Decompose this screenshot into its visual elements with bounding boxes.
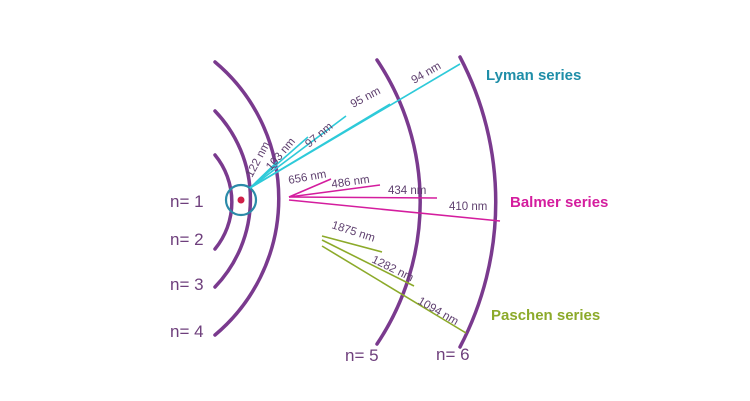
balmer-series-label: Balmer series [510, 194, 608, 211]
paschen-line-3 [321, 245, 467, 334]
lyman-wavelength-5: 94 nm [410, 60, 444, 86]
orbit-n2 [213, 153, 234, 251]
level-label-n2: n= 2 [170, 230, 204, 249]
balmer-lines [288, 178, 501, 222]
balmer-wavelength-4: 410 nm [449, 201, 487, 213]
orbit-n4 [213, 60, 281, 337]
level-label-n5: n= 5 [345, 346, 379, 365]
balmer-wavelength-2: 486 nm [331, 174, 371, 191]
lyman-line-3 [249, 115, 347, 189]
paschen-series-label: Paschen series [491, 307, 600, 324]
lyman-wavelength-4: 95 nm [349, 85, 383, 111]
balmer-line-4 [288, 199, 501, 222]
level-label-n6: n= 6 [436, 345, 470, 364]
balmer-line-2 [288, 184, 381, 198]
orbit-n6 [458, 55, 498, 349]
level-label-n3: n= 3 [170, 275, 204, 294]
nucleus [237, 196, 245, 204]
paschen-line-2 [321, 239, 415, 287]
level-label-n4: n= 4 [170, 322, 204, 341]
lyman-line-5 [249, 63, 461, 189]
lyman-series-label: Lyman series [486, 67, 581, 84]
lyman-line-2 [249, 136, 309, 189]
balmer-wavelength-1: 656 nm [287, 168, 327, 186]
orbit-n3 [213, 109, 253, 289]
level-label-n1: n= 1 [170, 192, 204, 211]
paschen-lines [321, 235, 467, 334]
balmer-line-1 [288, 178, 332, 198]
balmer-line-3 [288, 196, 438, 199]
balmer-wavelength-3: 434 nm [388, 185, 426, 197]
paschen-wavelength-3: 1094 nm [416, 295, 461, 328]
lyman-lines [249, 63, 461, 189]
orbit-n1-ring [224, 183, 258, 217]
orbit-n5 [375, 58, 422, 346]
paschen-wavelength-1: 1875 nm [330, 219, 376, 244]
paschen-line-1 [321, 235, 383, 253]
